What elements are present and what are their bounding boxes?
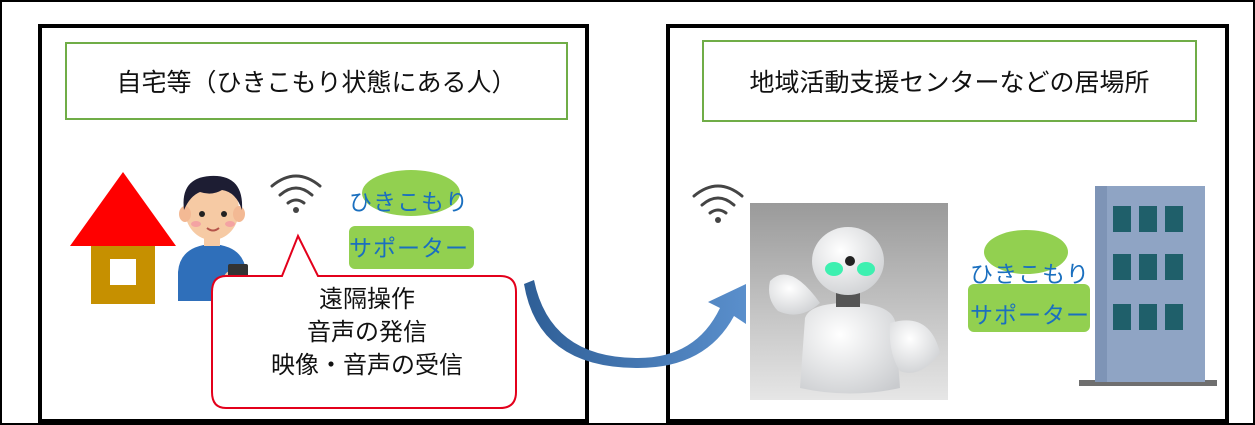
supporter-label-line1-right: ひきこもり xyxy=(970,262,1090,288)
avatar-robot-image xyxy=(750,203,948,400)
building-icon xyxy=(1079,186,1217,386)
supporter-label-line2: サポーター xyxy=(349,236,469,262)
supporter-badge-top xyxy=(362,170,460,216)
house-icon xyxy=(70,172,176,304)
supporter-label-line2-right: サポーター xyxy=(970,303,1090,329)
supporter-label-line1: ひきこもり xyxy=(349,190,469,216)
bubble-line-1: 遠隔操作 xyxy=(319,285,415,313)
remote-operation-list: 遠隔操作 音声の発信 映像・音声の受信 xyxy=(222,283,512,382)
supporter-badge-bottom-right xyxy=(968,284,1090,332)
home-panel-title: 自宅等（ひきこもり状態にある人） xyxy=(65,42,568,120)
speech-bubble xyxy=(211,233,517,409)
wifi-icon-right xyxy=(692,184,744,223)
supporter-badge-bottom xyxy=(349,226,474,269)
connection-arrow xyxy=(524,280,746,368)
bubble-line-3: 映像・音声の受信 xyxy=(271,351,463,379)
community-center-panel-title: 地域活動支援センターなどの居場所 xyxy=(702,40,1197,122)
supporter-badge-top-right xyxy=(984,230,1068,274)
bubble-line-2: 音声の発信 xyxy=(307,318,427,346)
wifi-icon xyxy=(270,174,322,213)
